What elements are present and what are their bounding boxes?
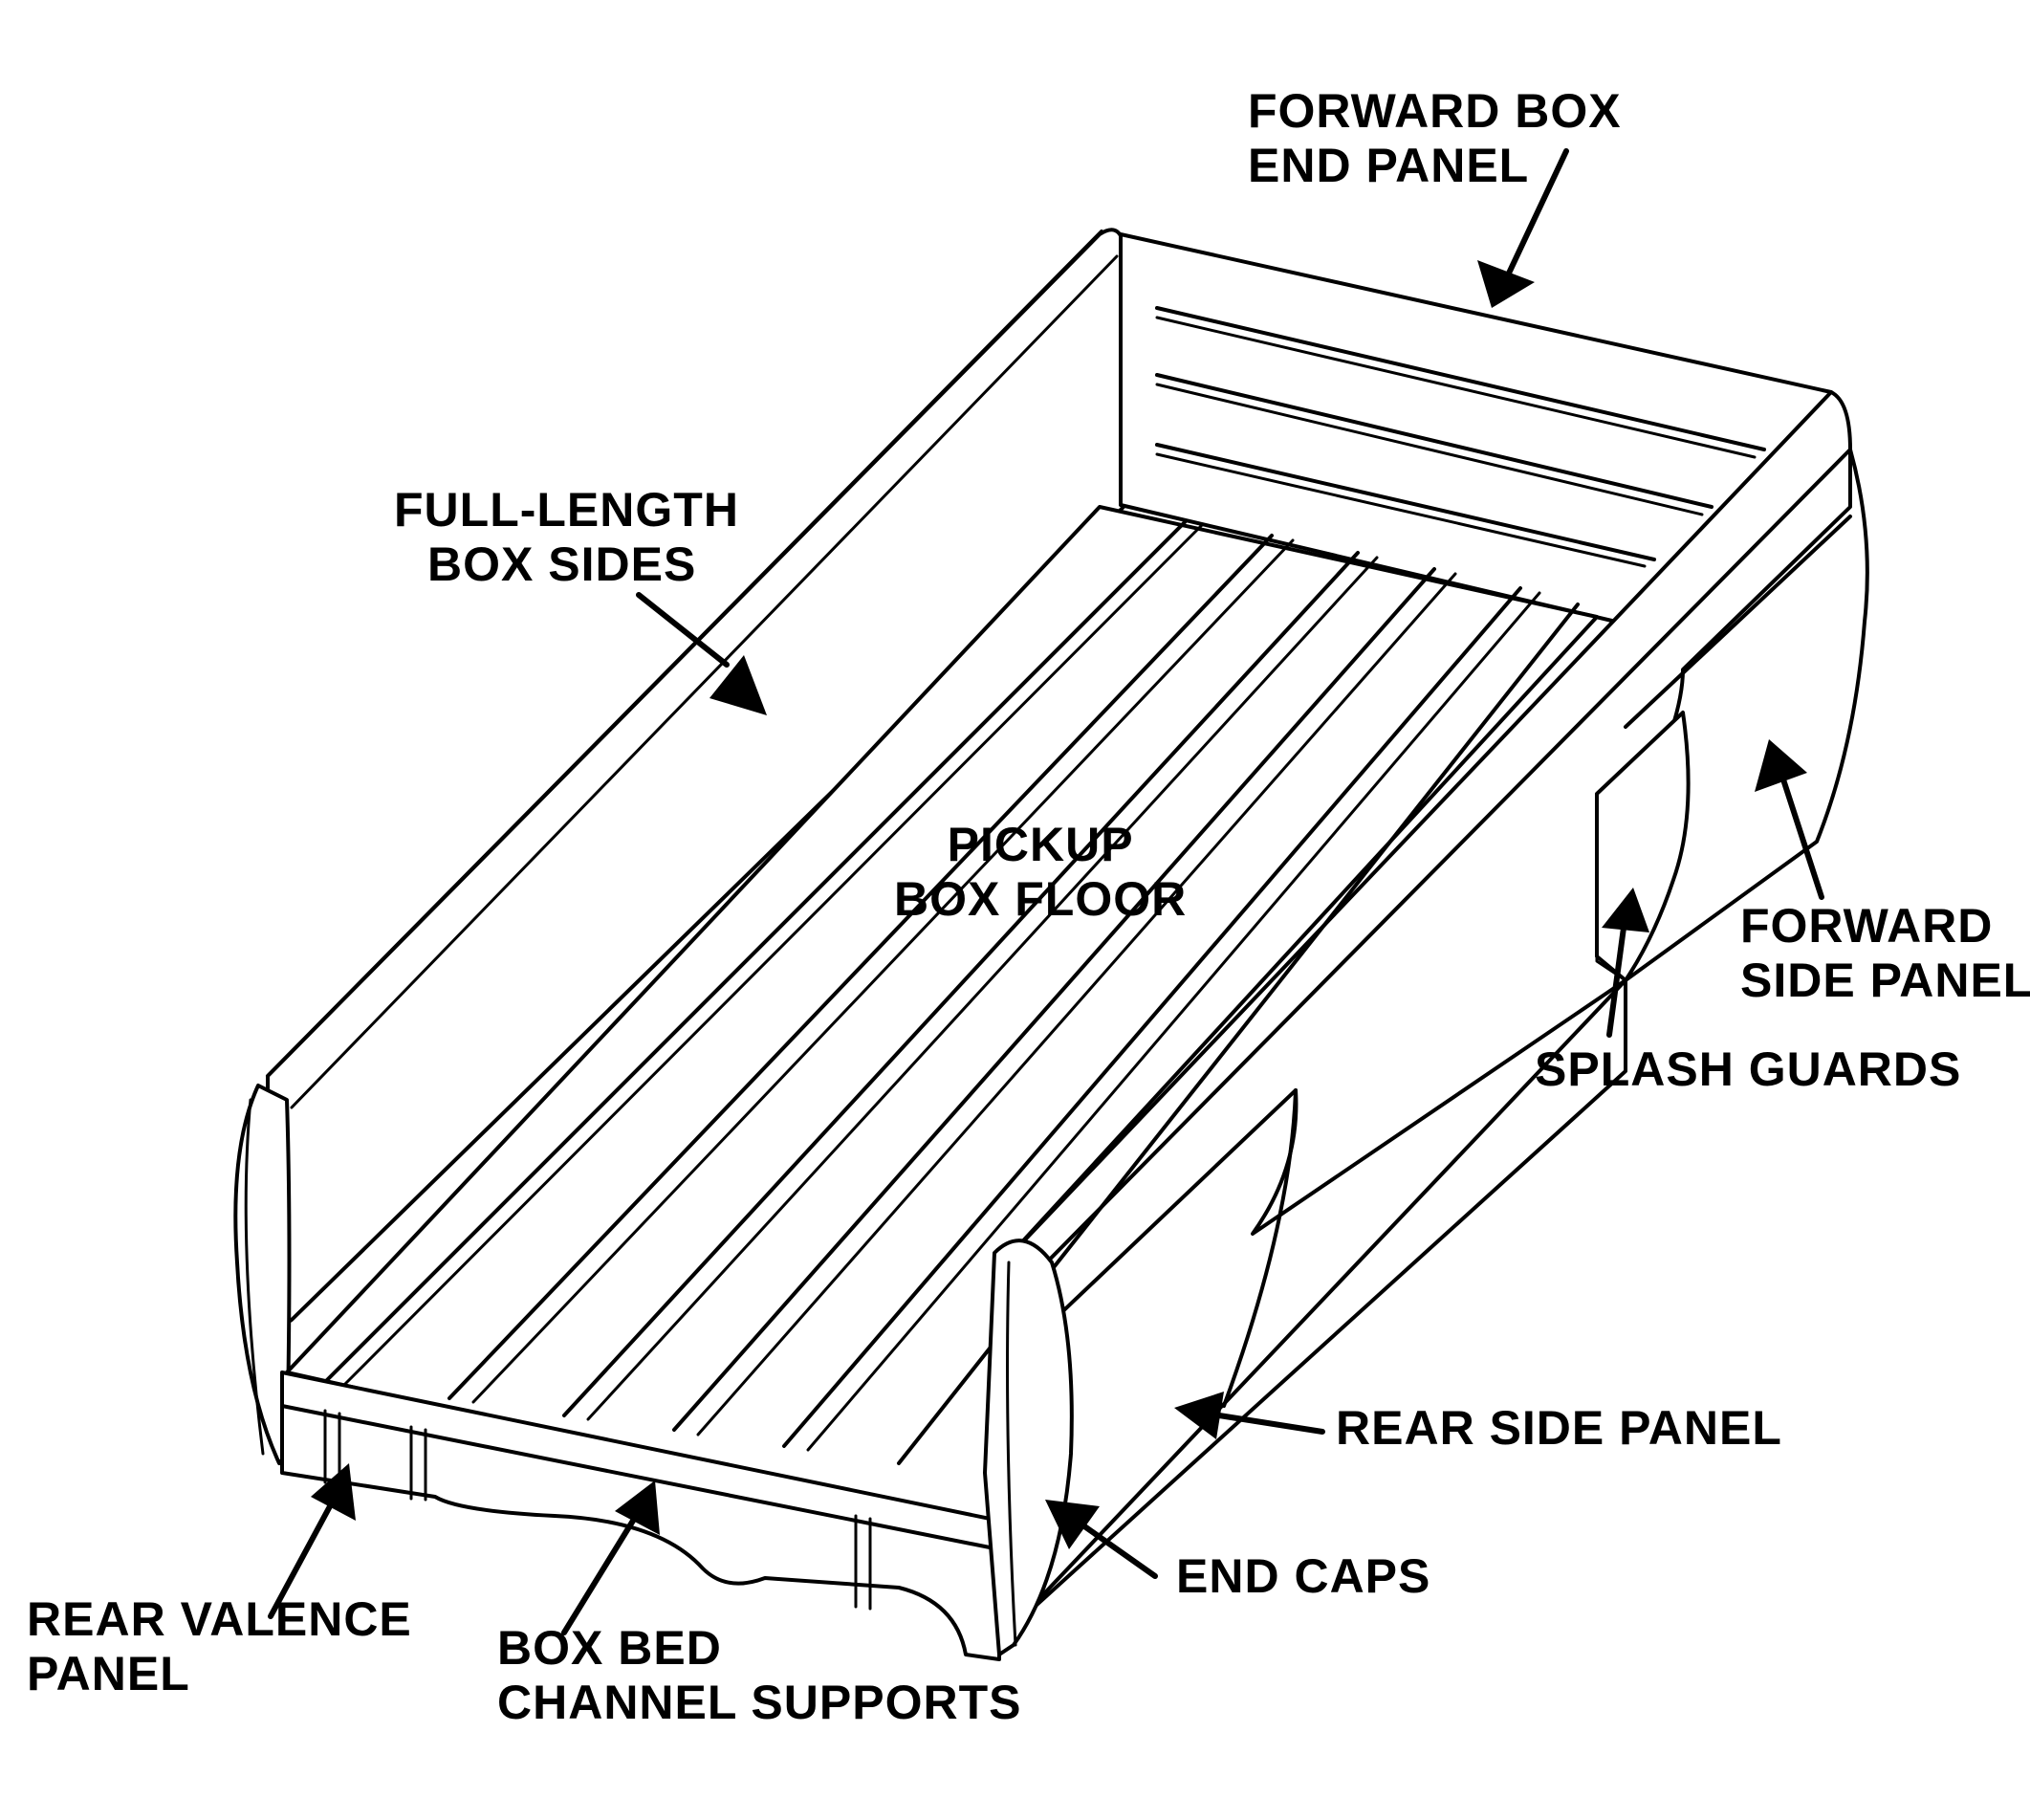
label-full-length-box-sides: FULL-LENGTH BOX SIDES (394, 483, 739, 591)
left-box-side-inner-edge (290, 254, 1119, 1109)
label-rear-side-panel: REAR SIDE PANEL (1336, 1401, 1782, 1455)
arrow-end-caps (1078, 1521, 1158, 1579)
leader-arrows (268, 148, 1824, 1635)
arrow-splash-guards (1606, 925, 1626, 1038)
floor-ribs (323, 519, 1580, 1465)
arrow-forward-box-end-panel (1503, 148, 1569, 282)
label-pickup-box-floor: PICKUP BOX FLOOR (894, 818, 1188, 926)
arrow-full-length-box-sides (636, 592, 730, 668)
arrow-rear-side-panel (1216, 1413, 1325, 1435)
right-end-cap (983, 1239, 1074, 1656)
left-box-side-top-rail (266, 230, 1103, 1078)
arrow-forward-side-panel (1780, 777, 1824, 900)
label-end-caps: END CAPS (1176, 1549, 1431, 1603)
left-end-cap (233, 1084, 292, 1465)
label-forward-side-panel: FORWARD SIDE PANEL (1740, 899, 2030, 1007)
end-panel-rib-2 (1155, 373, 1713, 509)
label-rear-valence-panel: REAR VALENCE PANEL (27, 1592, 412, 1700)
end-panel-rib-3 (1155, 443, 1656, 561)
arrow-box-bed-channel-supports (561, 1518, 636, 1635)
end-panel-rib-1 (1155, 306, 1766, 451)
channel-support-2 (409, 1425, 427, 1502)
channel-support-3 (854, 1514, 872, 1611)
arrow-rear-valence-panel (268, 1503, 333, 1619)
label-box-bed-channel-supports: BOX BED CHANNEL SUPPORTS (497, 1621, 1022, 1729)
label-splash-guards: SPLASH GUARDS (1535, 1042, 1962, 1096)
label-forward-box-end-panel: FORWARD BOX END PANEL (1248, 84, 1622, 192)
